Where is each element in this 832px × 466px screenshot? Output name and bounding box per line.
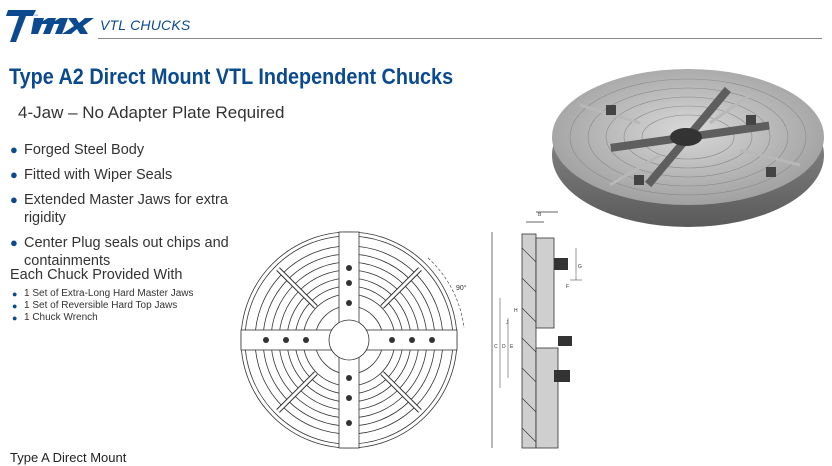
bullet-icon: ● bbox=[10, 235, 18, 250]
dim-label-d: D bbox=[502, 344, 506, 350]
angle-label: 90° bbox=[456, 284, 467, 292]
bullet-icon: ● bbox=[12, 289, 18, 299]
feature-item: ●Forged Steel Body bbox=[10, 142, 145, 158]
tmx-logo: TMX bbox=[6, 10, 94, 42]
drawing-caption: Type A Direct Mount bbox=[10, 450, 127, 465]
feature-item: ●Center Plug seals out chips and contain… bbox=[10, 235, 229, 269]
dim-label-b: B bbox=[538, 212, 542, 218]
dim-label-j: J bbox=[506, 320, 509, 326]
feature-item: ●Extended Master Jaws for extra rigidity bbox=[10, 192, 228, 226]
chuck-section-drawing: B C D E F G H J bbox=[491, 211, 582, 449]
header-divider bbox=[98, 38, 822, 39]
bullet-icon: ● bbox=[10, 142, 18, 157]
provided-list: ●1 Set of Extra-Long Hard Master Jaws ●1… bbox=[10, 288, 194, 324]
logo-text: TMX bbox=[34, 15, 39, 17]
dim-label-h: H bbox=[514, 308, 518, 314]
header: TMX VTL CHUCKS bbox=[0, 0, 832, 44]
page-title: Type A2 Direct Mount VTL Independent Chu… bbox=[9, 64, 454, 89]
bullet-icon: ● bbox=[12, 313, 18, 323]
dim-label-g: G bbox=[578, 264, 582, 270]
dim-label-e: E bbox=[510, 344, 514, 350]
provided-item: ●1 Set of Reversible Hard Top Jaws bbox=[12, 300, 178, 311]
provided-title: Each Chuck Provided With bbox=[10, 267, 183, 283]
bullet-icon: ● bbox=[10, 192, 18, 207]
dim-label-f: F bbox=[566, 284, 569, 290]
feature-item: ●Fitted with Wiper Seals bbox=[10, 167, 173, 183]
provided-item: ●1 Chuck Wrench bbox=[12, 312, 98, 323]
feature-list: ●Forged Steel Body ●Fitted with Wiper Se… bbox=[10, 141, 260, 277]
dim-label-c: C bbox=[494, 344, 498, 350]
bullet-icon: ● bbox=[12, 301, 18, 311]
header-title: VTL CHUCKS bbox=[100, 17, 191, 33]
page-subtitle: 4-Jaw – No Adapter Plate Required bbox=[18, 103, 285, 122]
chuck-photo bbox=[552, 69, 824, 227]
chuck-front-view-drawing: 90° bbox=[240, 231, 467, 449]
provided-item: ●1 Set of Extra-Long Hard Master Jaws bbox=[12, 288, 194, 299]
bullet-icon: ● bbox=[10, 167, 18, 182]
